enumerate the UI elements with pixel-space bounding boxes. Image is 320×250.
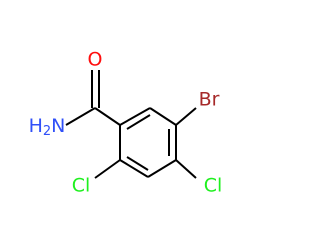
- atom-chlorine-1: Cl: [72, 175, 91, 197]
- bond-ring-1-inner: [126, 114, 151, 130]
- atom-bromine: Br: [199, 89, 220, 111]
- atom-amide-h: H: [29, 115, 43, 137]
- bond-chlorine-1: [94, 159, 121, 179]
- bond-bromine: [175, 107, 197, 126]
- bond-chlorine-2: [175, 159, 197, 179]
- bond-ring-2: [149, 107, 177, 126]
- structure-drawing: O H2N Br Cl Cl: [29, 49, 223, 197]
- atom-amide-h-subscript: 2: [43, 124, 51, 139]
- atom-oxygen: O: [88, 49, 103, 71]
- bond-ring-4: [147, 159, 177, 178]
- atom-amide-n: N: [51, 115, 65, 137]
- bond-ring-5: [119, 159, 149, 178]
- atom-amide-nitrogen: H2N: [29, 115, 66, 139]
- bond-ring-5-inner: [126, 156, 149, 171]
- bond-carbonyl-carbon: [94, 107, 121, 126]
- bond-amide-n: [65, 107, 96, 126]
- bond-ring-1: [119, 107, 151, 126]
- atom-chlorine-2: Cl: [204, 175, 223, 197]
